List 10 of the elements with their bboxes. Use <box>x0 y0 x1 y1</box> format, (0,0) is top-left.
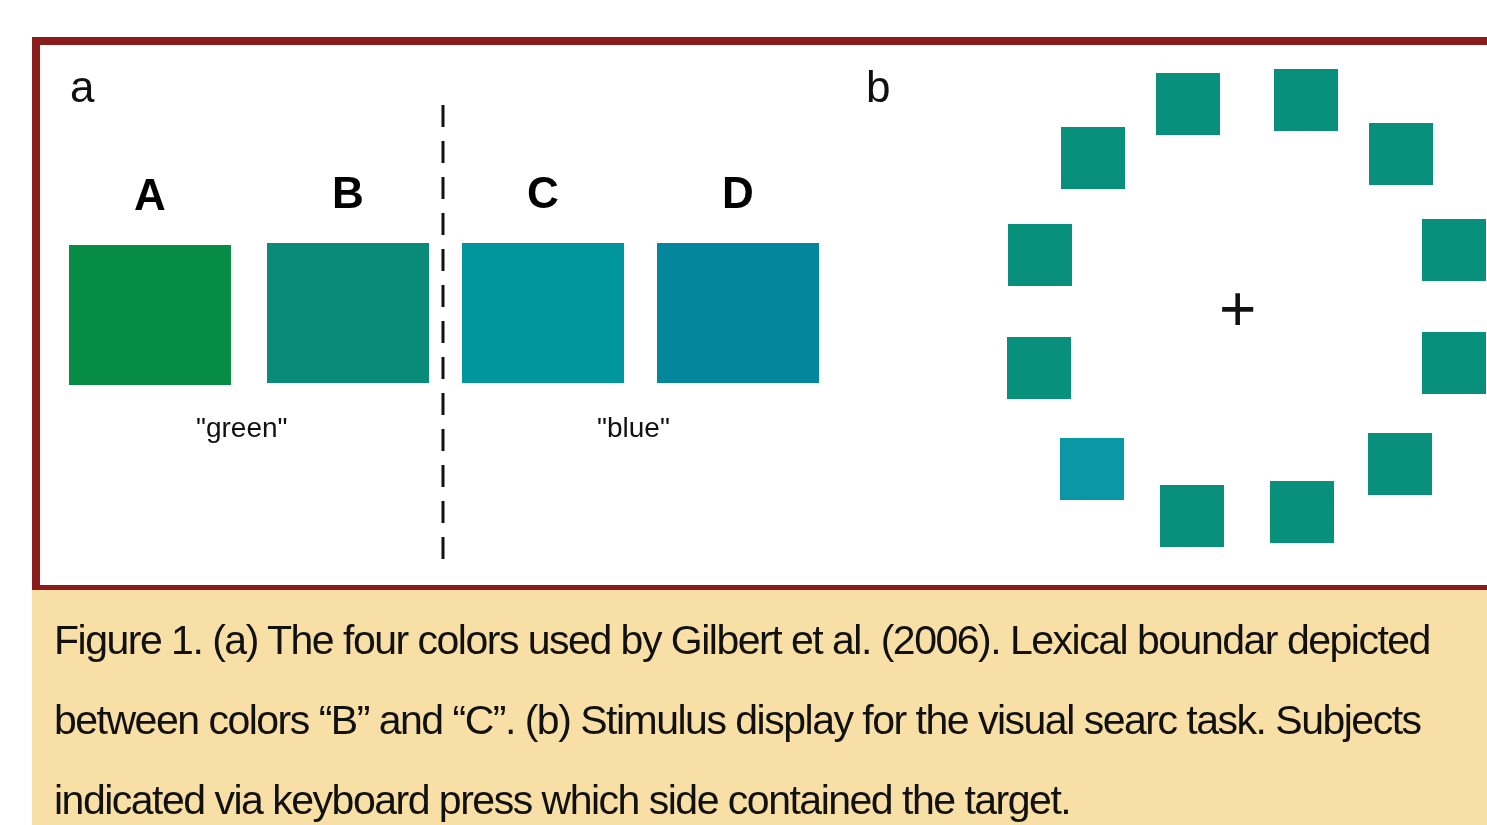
color-letter: A <box>133 170 167 220</box>
color-name: "green" <box>196 412 288 444</box>
color-letter: D <box>721 168 755 218</box>
fixation-cross: + <box>1219 272 1257 346</box>
panel-letter: b <box>866 62 891 112</box>
panel-letter: a <box>70 62 95 112</box>
color-letter: C <box>526 168 560 218</box>
color-name: "blue" <box>597 412 670 444</box>
color-letter: B <box>331 168 365 218</box>
figure-caption: Figure 1. (a) The four colors used by Gilbert et al. (2006). Lexical boundar depicted between colors “B” and “C”. (b) Stimulus display for the visual searc task. Subjects indicated via keyboard press which side contained the target. <box>54 616 1431 825</box>
